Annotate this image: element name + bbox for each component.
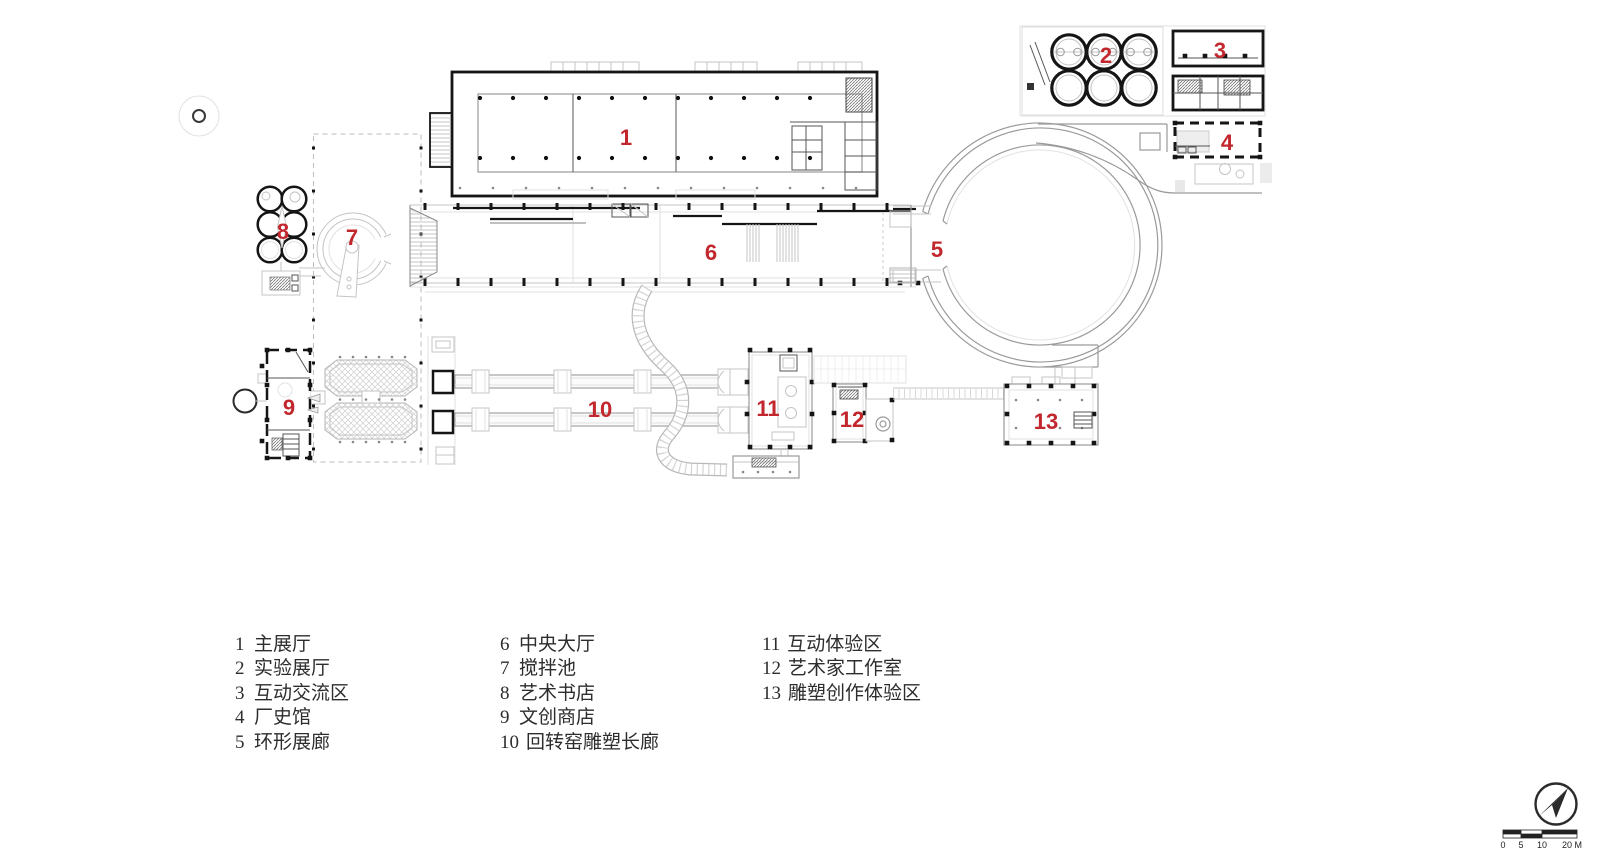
plan-marker-4: 4 xyxy=(1221,130,1234,155)
legend-item-num: 5 xyxy=(235,731,245,753)
building-2-silos xyxy=(1019,25,1266,117)
plan-marker-2: 2 xyxy=(1100,43,1112,68)
scale-tick-10: 10 xyxy=(1537,840,1547,850)
legend-item-name: 主展厅 xyxy=(254,634,312,655)
plan-marker-13: 13 xyxy=(1034,409,1058,434)
scale-tick-5: 5 xyxy=(1518,840,1523,850)
chimney-symbol xyxy=(178,95,220,137)
plan-marker-7: 7 xyxy=(346,225,358,250)
legend-item-name: 回转窑雕塑长廊 xyxy=(526,731,660,753)
legend-item-name: 中央大厅 xyxy=(519,634,596,655)
legend-item-num: 11 xyxy=(762,634,781,655)
building-9-shop xyxy=(232,347,326,461)
central-hall-6 xyxy=(409,203,917,293)
building-4-history-hall xyxy=(1172,120,1272,192)
plan-marker-11: 11 xyxy=(756,396,779,421)
building-3-interaction xyxy=(1171,29,1265,112)
plan-marker-12: 12 xyxy=(840,407,864,432)
legend-item: 12 艺术家工作室 xyxy=(762,657,921,681)
legend-item: 4 厂史馆 xyxy=(235,706,349,730)
legend-item-num: 1 xyxy=(235,634,245,655)
legend-item-name: 环形展廊 xyxy=(254,731,331,753)
dashed-site-outline xyxy=(312,133,423,463)
ring-gallery-5 xyxy=(892,122,1262,384)
plan-markers: 1 2 3 4 5 6 7 8 9 10 11 12 13 xyxy=(277,38,1234,434)
legend-item: 10 回转窑雕塑长廊 xyxy=(500,731,659,755)
scale-tick-0: 0 xyxy=(1500,840,1505,850)
plan-marker-9: 9 xyxy=(283,395,295,420)
building-13-sculpture xyxy=(1003,376,1099,446)
plan-marker-3: 3 xyxy=(1214,38,1226,63)
plan-marker-1: 1 xyxy=(620,125,632,150)
building-8-bookstore xyxy=(256,185,308,296)
legend-column-1: 1 主展厅 2 实验展厅 3 互动交流区 4 厂史馆 5 环形展廊 xyxy=(235,633,349,755)
legend-item-name: 艺术书店 xyxy=(519,682,596,704)
legend-item: 3 互动交流区 xyxy=(235,682,349,706)
plan-marker-10: 10 xyxy=(588,397,612,422)
building-12-studio xyxy=(813,355,907,444)
legend-column-2: 6 中央大厅 7 搅拌池 8 艺术书店 9 文创商店 10 回转窑雕塑长廊 xyxy=(500,633,659,755)
legend-item: 1 主展厅 xyxy=(235,633,349,657)
legend-item: 2 实验展厅 xyxy=(235,657,349,681)
building-11-experience xyxy=(732,347,815,479)
legend-item-name: 文创商店 xyxy=(519,707,596,729)
legend-item-name: 互动体验区 xyxy=(787,634,883,655)
scale-tick-20: 20 M xyxy=(1562,840,1582,850)
legend-item: 6 中央大厅 xyxy=(500,633,659,657)
legend-item: 9 文创商店 xyxy=(500,706,659,730)
legend-item: 7 搅拌池 xyxy=(500,657,659,681)
legend-item: 8 艺术书店 xyxy=(500,682,659,706)
scale-bar: 0 5 10 20 M xyxy=(1500,829,1582,850)
north-arrow-icon xyxy=(1534,782,1578,826)
legend-item-name: 厂史馆 xyxy=(254,707,312,729)
legend-item-num: 12 xyxy=(762,658,781,680)
kiln-gallery-10 xyxy=(427,336,749,465)
legend-item: 11 互动体验区 xyxy=(762,633,921,657)
plan-marker-5: 5 xyxy=(931,237,943,262)
legend-item: 13 雕塑创作体验区 xyxy=(762,682,921,706)
plan-marker-8: 8 xyxy=(277,219,289,244)
legend-item-name: 艺术家工作室 xyxy=(788,658,903,680)
mixing-pool-7 xyxy=(299,212,397,298)
legend-item-num: 2 xyxy=(235,658,245,680)
legend-item-name: 雕塑创作体验区 xyxy=(788,682,922,704)
footbridge xyxy=(893,387,1004,400)
building-1-main-hall xyxy=(429,61,879,200)
legend-item-num: 3 xyxy=(235,682,245,704)
legend-item-num: 8 xyxy=(500,682,510,704)
legend-column-3: 11 互动体验区 12 艺术家工作室 13 雕塑创作体验区 xyxy=(762,633,921,706)
legend-item-num: 6 xyxy=(500,634,510,655)
legend-item-num: 7 xyxy=(500,658,510,680)
legend-item-num: 4 xyxy=(235,707,245,729)
legend-item-name: 互动交流区 xyxy=(254,682,350,704)
legend-item-name: 实验展厅 xyxy=(254,658,331,680)
tank-structures xyxy=(306,355,418,444)
winding-ramp xyxy=(631,284,728,477)
plan-marker-6: 6 xyxy=(705,240,717,265)
legend-item-name: 搅拌池 xyxy=(519,658,577,680)
legend-item-num: 10 xyxy=(500,731,519,753)
legend-item-num: 9 xyxy=(500,707,510,729)
legend-item-num: 13 xyxy=(762,682,781,704)
legend-item: 5 环形展廊 xyxy=(235,731,349,755)
